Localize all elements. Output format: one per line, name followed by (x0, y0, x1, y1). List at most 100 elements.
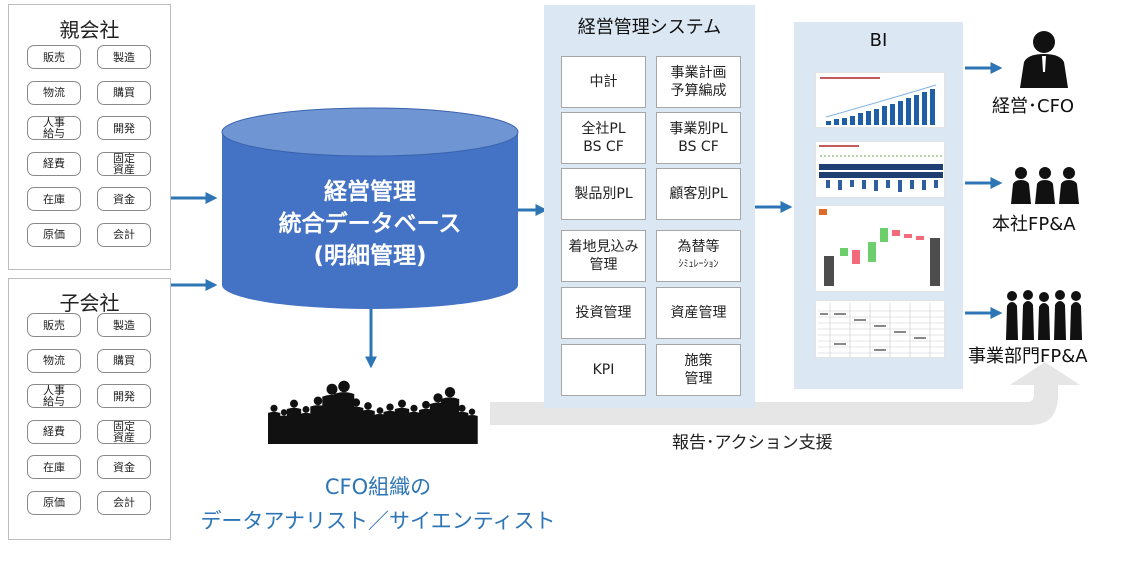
module-label: 中計 (589, 74, 618, 90)
crowd-person-body (286, 407, 302, 444)
parent-system-label: 資金 (113, 192, 135, 206)
crowd-person-body (268, 411, 281, 444)
parent-system-label: 経費 (43, 157, 65, 170)
role-label-executive: 経営･CFO (992, 96, 1075, 117)
module-4: 製品別PL (561, 168, 646, 220)
bi-thumbnail-bar-chart (815, 72, 945, 128)
subsidiary-system-10: 原価 (27, 490, 81, 515)
crowd-person-head (338, 380, 350, 393)
crowd-person-head (280, 409, 288, 416)
subsidiary-system-1: 製造 (97, 313, 151, 337)
parent-system-9: 資金 (97, 187, 151, 211)
bu-fpa-icon (1006, 290, 1082, 340)
module-3: 事業別PL BS CF (656, 112, 741, 164)
management-system-title: 経営管理システム (577, 17, 722, 38)
parent-system-label: 固定 資産 (113, 151, 135, 176)
subsidiary-system-label: 固定 資産 (113, 419, 135, 444)
parent-system-3: 購買 (97, 80, 151, 105)
module-sublabel: ｼﾐｭﾚｰｼｮﾝ (678, 259, 719, 270)
role-label-bu-fpa: 事業部門FP&A (968, 346, 1088, 367)
subsidiary-system-label: 経費 (43, 425, 65, 438)
crowd-person-head (468, 408, 476, 415)
bi-thumbnail-datagrid (815, 300, 945, 358)
crowd-person-head (376, 407, 384, 414)
parent-system-label: 開発 (113, 121, 135, 135)
module-8: 投資管理 (561, 287, 646, 339)
bi-datagrid-graphic (818, 303, 944, 357)
crowd-person-head (386, 403, 394, 411)
subsidiary-system-4: 人事 給与 (27, 384, 81, 408)
parent-system-label: 原価 (43, 228, 65, 241)
parent-system-label: 購買 (113, 86, 135, 99)
module-11: 施策 管理 (656, 344, 741, 396)
subsidiary-system-label: 開発 (113, 389, 135, 403)
crowd-person-body (278, 415, 290, 444)
parent-system-label: 物流 (43, 86, 65, 99)
crowd-person-body (466, 414, 478, 444)
crowd-person-body (455, 411, 469, 444)
parent-system-10: 原価 (27, 222, 81, 247)
subsidiary-system-label: 販売 (43, 318, 65, 332)
subsidiary-system-label: 人事 給与 (43, 384, 65, 408)
crowd-person-head (364, 402, 372, 410)
parent-system-label: 製造 (113, 50, 135, 64)
database-label-line1: 経営管理 (324, 179, 416, 205)
module-5: 顧客別PL (656, 168, 741, 220)
module-label: 顧客別PL (669, 186, 728, 202)
subsidiary-system-label: 会計 (113, 496, 135, 509)
module-10: KPI (561, 344, 646, 396)
subsidiary-system-7: 固定 資産 (97, 419, 151, 444)
module-label: KPI (592, 362, 615, 378)
crowd-person-body (419, 408, 433, 444)
bi-thumbnail-waterfall (815, 205, 945, 292)
bi-thumbnail-table (815, 141, 945, 198)
parent-system-label: 販売 (43, 50, 65, 64)
module-label: 施策 管理 (684, 353, 713, 387)
crowd-person-body (299, 412, 313, 444)
crowd-person-head (270, 404, 278, 412)
crowd-person-head (433, 393, 443, 403)
crowd-person-head (302, 405, 310, 413)
subsidiary-system-label: 在庫 (43, 460, 65, 474)
subsidiary-system-8: 在庫 (27, 455, 81, 479)
database-label-line2: 統合データベース (278, 211, 462, 237)
crowd-person-body (361, 409, 375, 444)
cfo-org-label-line2: データアナリスト／サイエンティスト (200, 509, 556, 533)
crowd-person-body (374, 413, 386, 444)
module-label: 着地見込み 管理 (568, 239, 639, 273)
module-label: 投資管理 (575, 305, 632, 321)
parent-system-11: 会計 (97, 222, 151, 247)
module-6: 着地見込み 管理 (561, 230, 646, 282)
role-label-hq-fpa: 本社FP&A (992, 214, 1076, 235)
crowd-person-body (383, 410, 397, 444)
feedback-arrow (490, 362, 1080, 425)
subsidiary-system-2: 物流 (27, 348, 81, 373)
crowd-person-head (410, 404, 418, 412)
subsidiary-system-label: 購買 (113, 354, 135, 367)
crowd-person-body (407, 411, 421, 444)
crowd-person-head (326, 383, 338, 395)
parent-system-label: 在庫 (43, 192, 65, 206)
bi-table-graphic (819, 145, 943, 192)
crowd-person-head (351, 398, 361, 407)
crowd-person-body (394, 407, 410, 444)
parent-system-5: 開発 (97, 116, 151, 140)
parent-system-1: 製造 (97, 45, 151, 69)
subsidiary-system-9: 資金 (97, 455, 151, 479)
bi-title: BI (869, 30, 888, 51)
executive-icon (1020, 31, 1068, 88)
crowd-person-head (458, 404, 466, 412)
database-cylinder (221, 107, 519, 309)
crowd-person-head (289, 399, 299, 408)
parent-system-6: 経費 (27, 151, 81, 176)
module-label: 事業計画 予算編成 (670, 65, 727, 99)
hq-fpa-icon (1011, 167, 1079, 204)
data-analyst-crowd-icon (268, 380, 478, 444)
subsidiary-title: 子会社 (59, 291, 120, 315)
module-label: 資産管理 (670, 305, 727, 321)
parent-system-0: 販売 (27, 45, 81, 69)
module-9: 資産管理 (656, 287, 741, 339)
crowd-person-body (348, 406, 364, 444)
subsidiary-system-11: 会計 (97, 490, 151, 515)
